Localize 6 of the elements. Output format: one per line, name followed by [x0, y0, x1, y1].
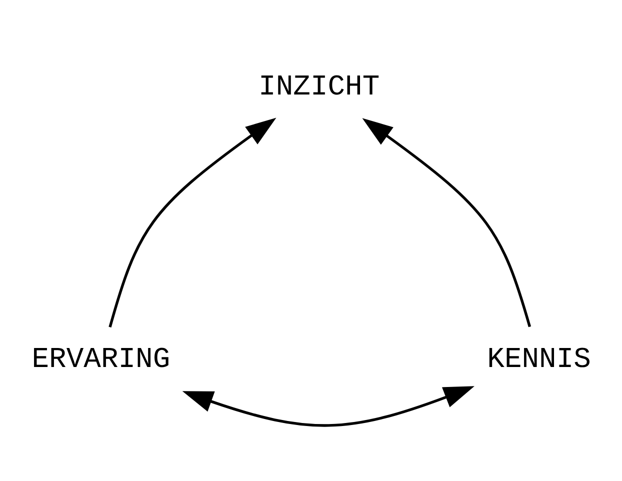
node-text: INZICHT: [258, 70, 380, 104]
arrow: [108, 118, 276, 328]
arrow: [182, 386, 474, 427]
node-text: ERVARING: [32, 342, 170, 376]
arrow: [362, 118, 532, 328]
node-text: KENNIS: [487, 342, 591, 376]
